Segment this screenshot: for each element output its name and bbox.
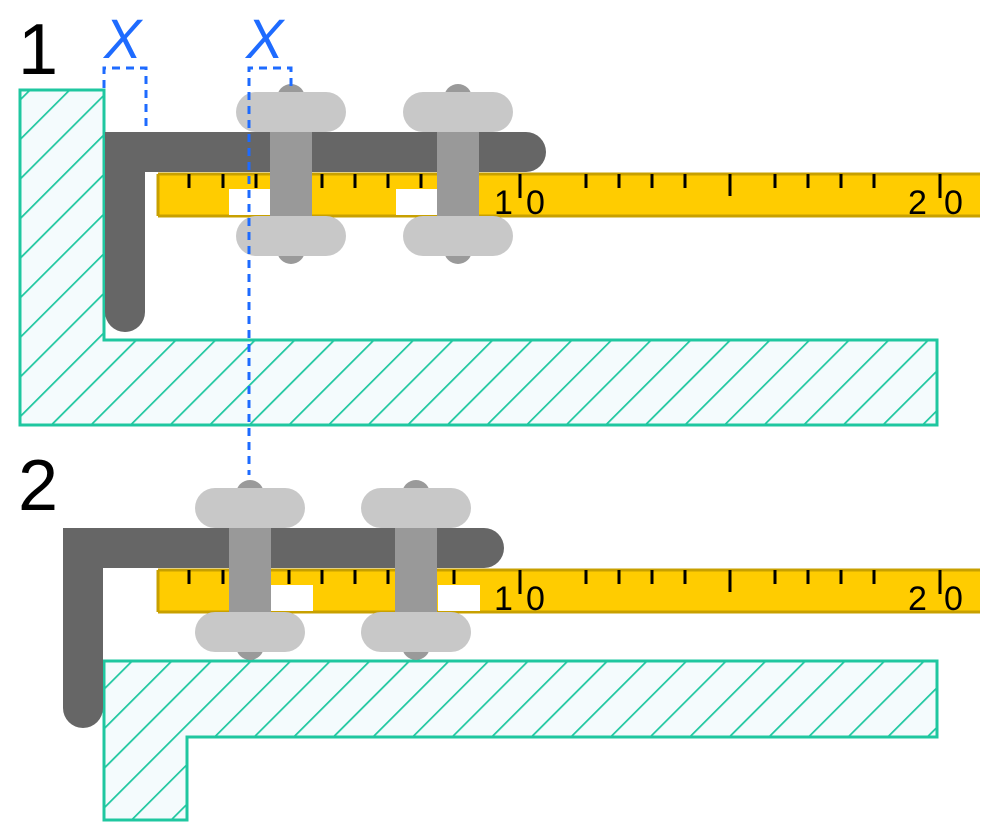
scale-digit-2c: 2 <box>908 580 927 618</box>
clip-2b <box>361 480 471 660</box>
tape-2: 1 0 2 0 <box>156 568 980 618</box>
square-bar-1 <box>105 132 546 332</box>
scale-digit-1a: 1 <box>494 184 513 222</box>
panel-2: 2 <box>18 446 980 822</box>
scale-digit-1c: 2 <box>908 184 927 222</box>
panel-1: 1 <box>18 7 980 475</box>
scale-digit-2d: 0 <box>944 580 963 618</box>
clip-2a <box>195 480 305 660</box>
panel-number-1: 1 <box>18 10 58 90</box>
scale-digit-1b: 0 <box>526 184 545 222</box>
workpiece-1 <box>18 88 939 427</box>
workpiece-2 <box>102 659 939 822</box>
dimension-label-x-2: X <box>244 7 286 70</box>
square-bar-2 <box>63 528 504 728</box>
clip-1a <box>236 84 346 264</box>
panel-number-2: 2 <box>18 446 58 526</box>
clip-1b <box>403 84 513 264</box>
scale-digit-1d: 0 <box>944 184 963 222</box>
scale-digit-2b: 0 <box>526 580 545 618</box>
dimension-x-1 <box>102 66 148 130</box>
scale-digit-2a: 1 <box>494 580 513 618</box>
dimension-label-x-1: X <box>102 7 144 70</box>
